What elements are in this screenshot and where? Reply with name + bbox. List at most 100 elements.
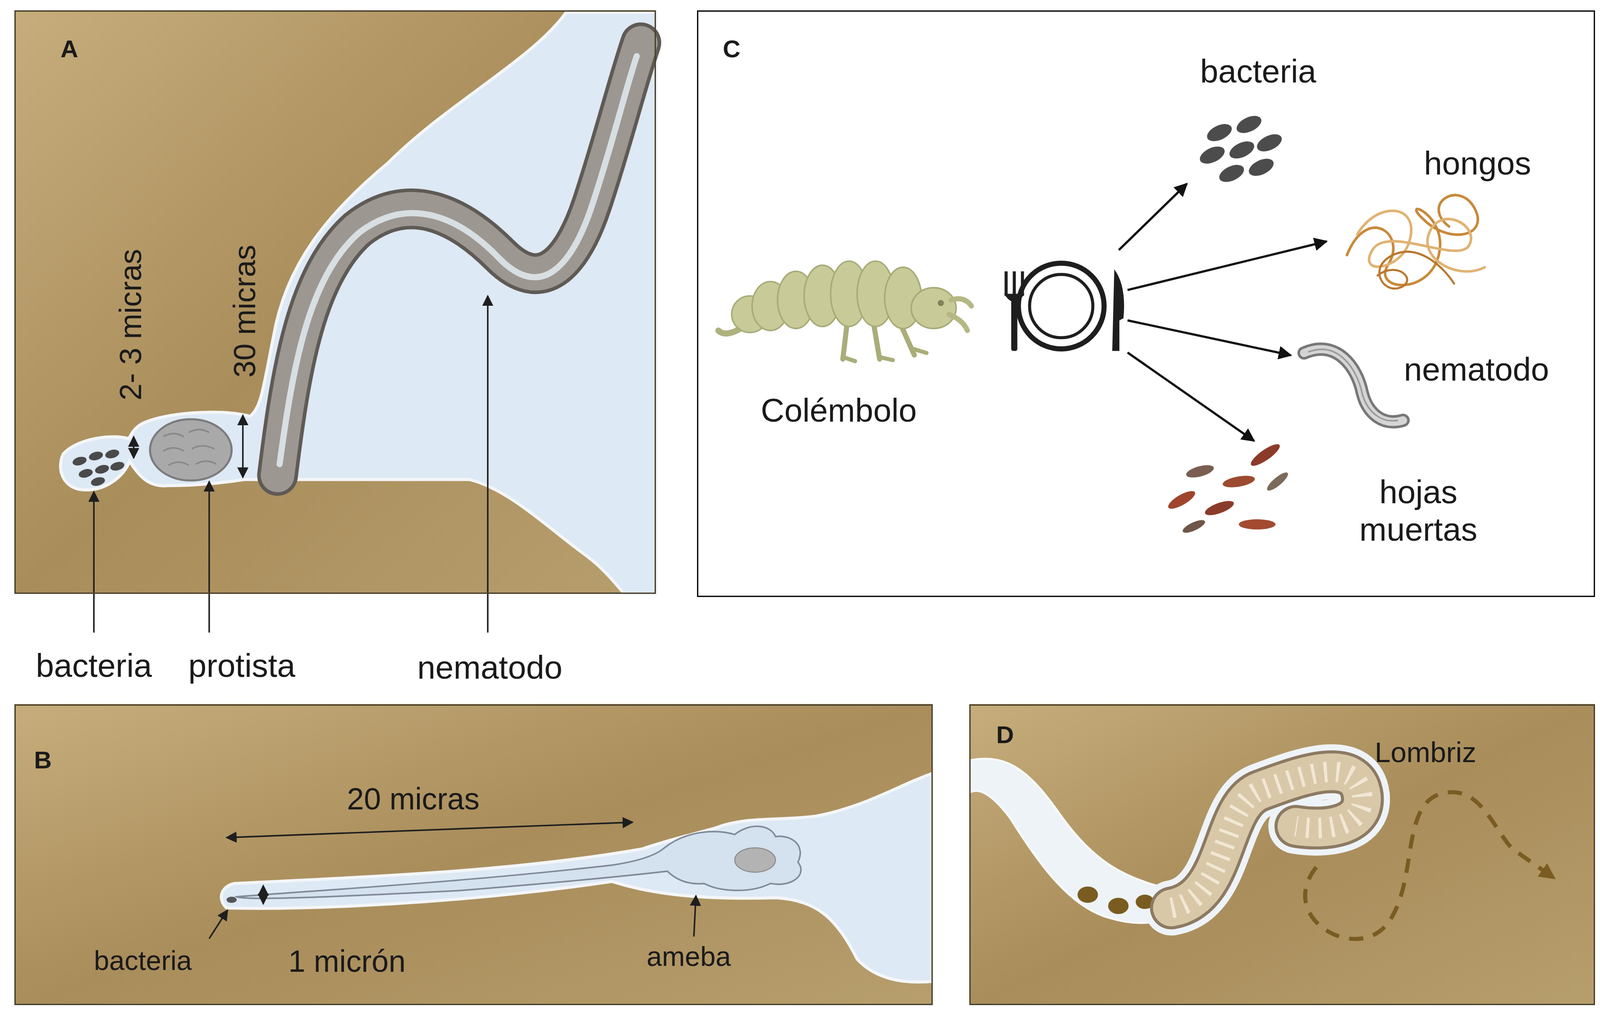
food-item: hongos [1326,130,1556,297]
fungal-hypha [1357,210,1485,272]
soil-pellet [1077,886,1098,903]
food-label: hojas muertas [1329,472,1508,548]
dimension-arrow [242,415,244,478]
leader-line [693,895,697,936]
panel-letter: A [60,34,78,63]
amoeba-nucleus [734,847,776,872]
soil-ground [969,703,1595,1005]
organism-label: Colémbolo [760,391,917,429]
panel-box: Colémbolo bacteria hongos nematodo hojas mue… [696,10,1596,597]
bacterium [1254,130,1285,156]
bacterium [1204,120,1235,145]
food-item: bacteria [1183,41,1338,184]
plate-inner [1029,274,1093,338]
organism-group: Colémbolo [714,250,1128,435]
dimension-arrow [132,436,135,459]
nematode-outline [1304,348,1404,422]
bacterium [77,467,94,480]
dimension-label: 2- 3 micras [113,248,149,401]
bacteria-icon [1197,112,1285,186]
amoeba-cell [236,825,802,899]
nematode-outline [277,42,642,476]
leader-line [93,491,95,633]
dimension-label: 20 micras [347,781,480,817]
panel-letter: B [33,746,52,775]
panel-letter: C [722,34,741,63]
leader-line [208,481,210,633]
food-label: hongos [1424,144,1532,182]
dimension-arrow [262,885,265,904]
leaf [1264,469,1291,494]
bacterium [94,463,111,476]
water-channel [221,773,933,982]
dimension-label: 1 micrón [288,943,406,979]
part-label: Lombriz [1374,735,1477,769]
knife [1112,269,1124,351]
bacterium [1246,155,1277,180]
dimension-arrow [226,821,633,838]
food-item: hojas muertas [1163,440,1513,559]
protist-texture [163,429,217,465]
springtail-feet [843,348,927,362]
food-label: nematodo [1403,350,1550,389]
bacterium [90,475,106,488]
soil-ground [14,703,933,1005]
leaf [1181,517,1207,536]
plate-icon [1004,263,1124,352]
springtail [718,261,972,362]
bacterium [1226,137,1257,163]
dimension-label: 30 micras [227,244,263,378]
panel-box: D [969,704,1595,1006]
springtail-antennae [948,298,972,331]
panel-letter: D [996,720,1014,749]
burrow [1171,771,1363,908]
water-pore [60,12,656,594]
nematode-body [277,42,642,476]
feeding-arrow [1127,352,1255,441]
fork-tines [1006,271,1023,296]
bacterium [1233,112,1265,137]
leaf [1238,519,1276,530]
leader-line [209,909,228,939]
soil-ground [14,10,657,594]
leader-line [486,295,489,633]
soil-pellet [1108,897,1129,914]
fungi-icon [1347,195,1486,289]
bacterium [1216,161,1247,186]
leaf-litter-icon [1165,440,1291,536]
feeding-arrow [1118,183,1188,250]
nematode-icon [1304,348,1404,422]
part-label: ameba [646,940,731,972]
leaf [1203,497,1236,518]
feeding-arrow [1127,320,1291,355]
bacterium [1197,142,1228,168]
springtail-eye [937,299,945,307]
bacteria-cluster [71,448,126,488]
part-label: nematodo [417,648,563,687]
protist-cell [150,419,232,481]
fungal-hypha [1377,251,1455,289]
bacterium [71,455,88,468]
bacterium [104,448,120,460]
part-label: bacteria [93,944,192,977]
nematode-gut [279,55,637,464]
food-label: bacteria [1200,52,1317,91]
feeding-arrow [1127,241,1327,290]
bacterium [87,449,104,462]
nematode-gut [1308,349,1399,421]
earthworm-outline [1171,771,1363,908]
nematode-body [1304,348,1404,422]
bacterium [109,460,126,473]
part-label: bacteria [35,646,152,684]
fork-handle [1011,299,1018,351]
plate-rim [1018,263,1105,349]
leaf [1221,473,1256,490]
leaf [1184,462,1215,480]
panel-box: A [14,10,657,595]
bacterium [226,896,237,904]
part-label: protista [188,646,296,684]
movement-path [1305,792,1554,940]
